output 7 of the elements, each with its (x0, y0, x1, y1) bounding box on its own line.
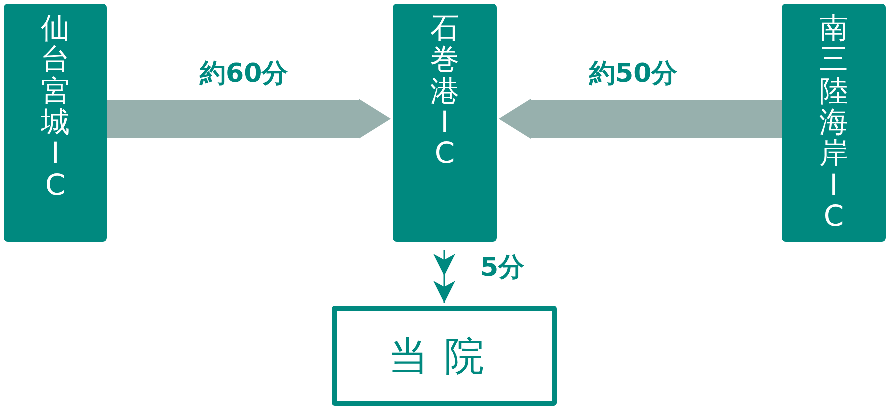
interchange-box: 南三陸海岸IC (782, 4, 886, 242)
arrow (107, 99, 391, 139)
arrow (434, 250, 456, 303)
destination-box: 当院 (332, 306, 557, 406)
interchange-box: 仙台宮城IC (4, 4, 107, 242)
interchange-box: 石巻港IC (393, 4, 497, 242)
arrow (499, 99, 782, 139)
